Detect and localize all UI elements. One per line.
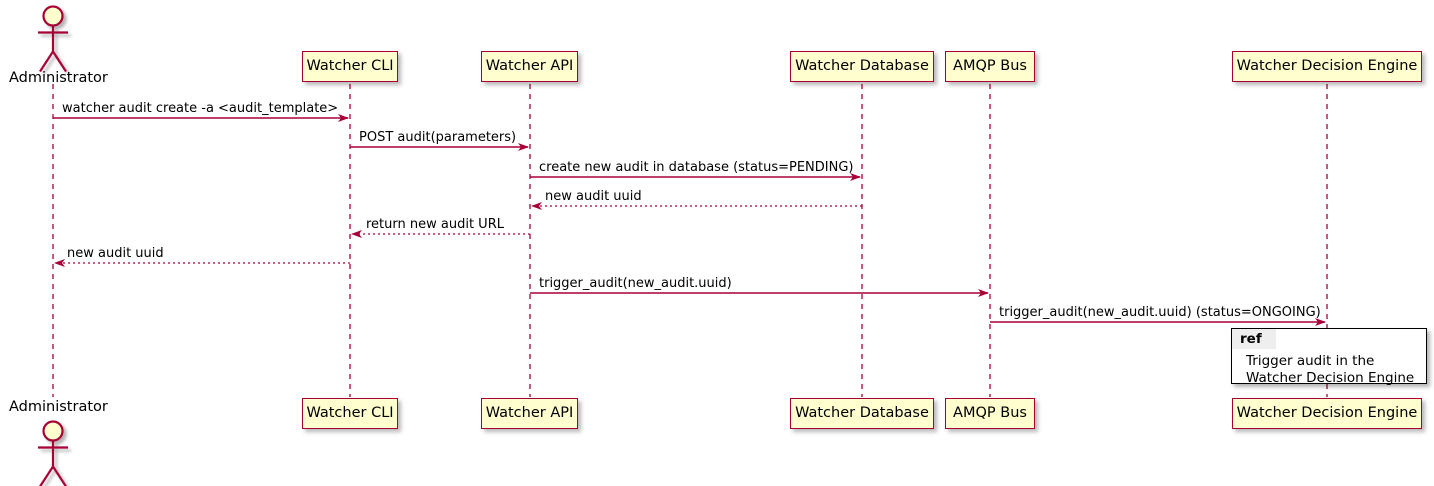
participant-watcher-decision-engine-bottom[interactable]: Watcher Decision Engine bbox=[1232, 398, 1422, 429]
actor-label-administrator-bottom: Administrator bbox=[9, 399, 108, 415]
participant-watcher-cli-bottom[interactable]: Watcher CLI bbox=[302, 398, 398, 429]
message-label-4: new audit uuid bbox=[545, 189, 642, 204]
message-arrows bbox=[53, 114, 1326, 326]
message-label-3: create new audit in database (status=PEN… bbox=[539, 160, 854, 175]
participant-label: Watcher API bbox=[485, 405, 574, 422]
participant-label: Watcher Database bbox=[795, 58, 929, 75]
participant-watcher-api-top[interactable]: Watcher API bbox=[481, 51, 578, 82]
message-label-1: watcher audit create -a <audit_template> bbox=[62, 101, 339, 116]
message-label-5: return new audit URL bbox=[366, 217, 504, 232]
actor-figure-administrator[interactable] bbox=[38, 5, 68, 73]
participant-label: Watcher CLI bbox=[306, 58, 394, 75]
participant-amqp-bus-top[interactable]: AMQP Bus bbox=[945, 51, 1035, 82]
participant-watcher-decision-engine-top[interactable]: Watcher Decision Engine bbox=[1232, 51, 1422, 82]
participant-label: Watcher CLI bbox=[306, 405, 394, 422]
ref-fragment-tab: ref bbox=[1232, 329, 1276, 349]
participant-label: Watcher Database bbox=[795, 405, 929, 422]
message-label-8: trigger_audit(new_audit.uuid) (status=ON… bbox=[999, 305, 1321, 320]
participant-label: Watcher Decision Engine bbox=[1236, 58, 1418, 75]
ref-fragment-body: Trigger audit in the Watcher Decision En… bbox=[1246, 353, 1415, 387]
ref-fragment-tab-label: ref bbox=[1240, 331, 1262, 347]
participant-watcher-database-bottom[interactable]: Watcher Database bbox=[790, 398, 934, 429]
message-label-6: new audit uuid bbox=[67, 246, 164, 261]
message-label-7: trigger_audit(new_audit.uuid) bbox=[539, 276, 732, 291]
actor-figures bbox=[38, 5, 68, 486]
participant-label: AMQP Bus bbox=[953, 405, 1027, 422]
participant-amqp-bus-bottom[interactable]: AMQP Bus bbox=[945, 398, 1035, 429]
participant-watcher-api-bottom[interactable]: Watcher API bbox=[481, 398, 578, 429]
actor-label-administrator-top: Administrator bbox=[9, 70, 108, 86]
participant-label: AMQP Bus bbox=[953, 58, 1027, 75]
participant-watcher-database-top[interactable]: Watcher Database bbox=[790, 51, 934, 82]
lifelines bbox=[52, 84, 1328, 397]
participant-watcher-cli-top[interactable]: Watcher CLI bbox=[302, 51, 398, 82]
message-label-2: POST audit(parameters) bbox=[359, 130, 517, 145]
ref-fragment: ref Trigger audit in the Watcher Decisio… bbox=[1231, 328, 1427, 386]
participant-label: Watcher Decision Engine bbox=[1236, 405, 1418, 422]
participant-label: Watcher API bbox=[485, 58, 574, 75]
actor-figure-administrator[interactable] bbox=[38, 420, 68, 486]
